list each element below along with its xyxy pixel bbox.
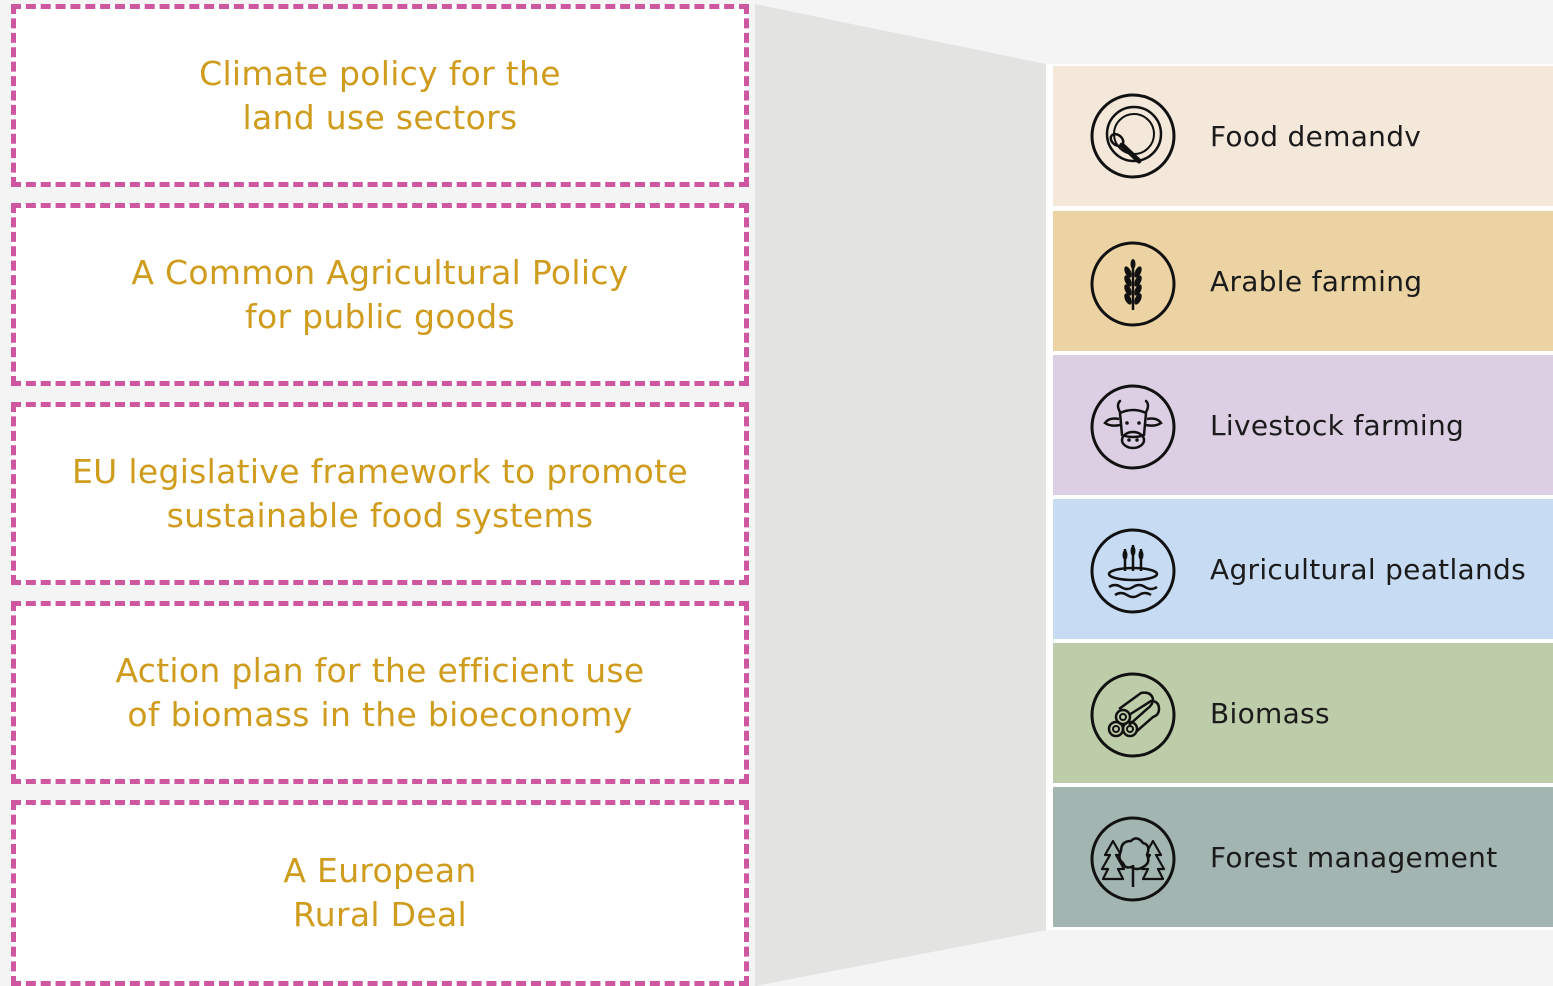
sector-panel (1046, 64, 1553, 930)
sector-label: Arable farming (1210, 264, 1423, 298)
policy-label: A European Rural Deal (283, 851, 477, 934)
sector-label: Livestock farming (1210, 408, 1465, 442)
trees-icon (1090, 816, 1176, 902)
cow-icon (1090, 384, 1176, 470)
sector-label: Forest management (1210, 840, 1498, 874)
policy-label: EU legislative framework to promote sust… (72, 451, 688, 535)
sector-row-livestock-farming: Livestock farming (1053, 355, 1553, 495)
sector-row-forest-management: Forest management (1053, 787, 1553, 927)
wetland-reeds-icon (1090, 528, 1176, 614)
connector-shape (755, 4, 1046, 986)
policy-box-biomass-plan: Action plan for the efficient use of bio… (11, 601, 749, 784)
policy-box-climate: Climate policy for the land use sectors (11, 4, 749, 187)
sector-label: Agricultural peatlands (1210, 552, 1526, 586)
policy-label: Climate policy for the land use sectors (199, 53, 561, 137)
sector-row-agricultural-peatlands: Agricultural peatlands (1053, 499, 1553, 639)
sector-row-biomass: Biomass (1053, 643, 1553, 783)
plate-spoon-icon (1090, 93, 1176, 179)
sector-row-food-demand: Food demandv (1053, 66, 1553, 206)
policy-box-rural-deal: A European Rural Deal (11, 800, 749, 986)
sector-label: Food demandv (1210, 119, 1422, 153)
wheat-icon (1090, 241, 1176, 327)
logs-icon (1090, 672, 1176, 758)
policy-box-cap: A Common Agricultural Policy for public … (11, 203, 749, 386)
sector-row-arable-farming: Arable farming (1053, 211, 1553, 351)
policy-box-food-systems: EU legislative framework to promote sust… (11, 402, 749, 585)
policy-label: Action plan for the efficient use of bio… (115, 650, 645, 734)
sector-label: Biomass (1210, 696, 1330, 730)
policy-label: A Common Agricultural Policy for public … (131, 252, 629, 336)
